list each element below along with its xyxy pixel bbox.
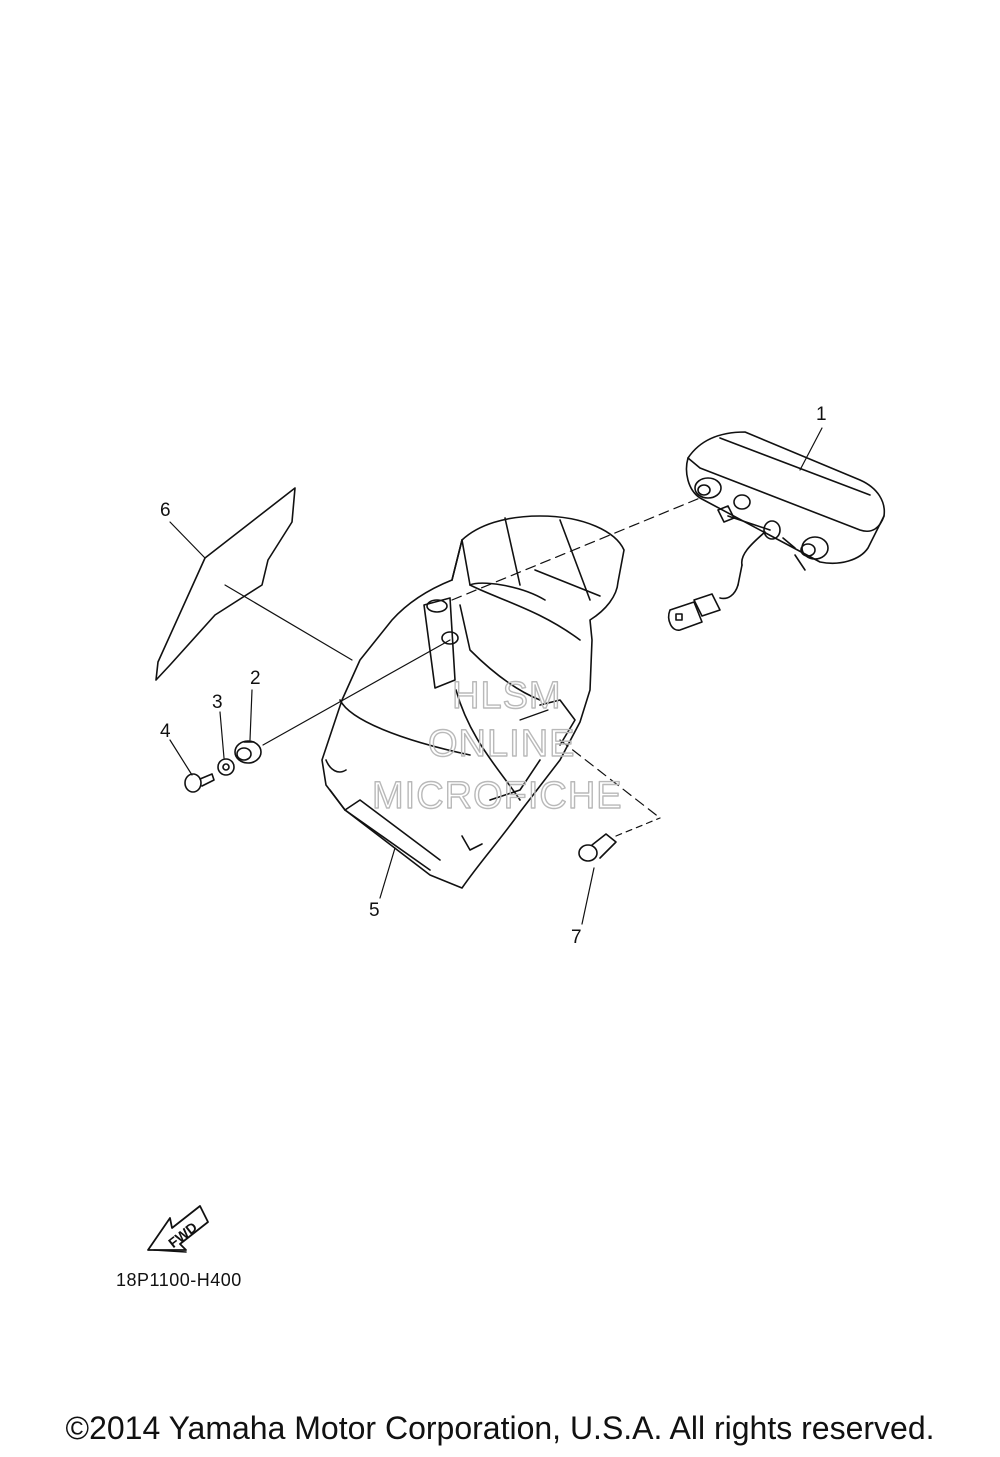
callout-7: 7: [571, 927, 582, 948]
diagram-code: 18P1100-H400: [116, 1270, 242, 1290]
side-panel-part: [155, 487, 296, 681]
callout-2: 2: [250, 668, 261, 689]
fwd-arrow-icon: FWD: [147, 1205, 209, 1253]
callout-4: 4: [160, 721, 171, 742]
watermark: HLSM ONLINE MICROFICHE: [371, 674, 623, 817]
rear-fender: [321, 515, 625, 889]
grommet-part: [234, 740, 262, 764]
watermark-line-2: ONLINE: [428, 723, 575, 765]
screw-part: [184, 773, 215, 793]
leader-lines: [169, 427, 823, 925]
copyright-notice: ©2014 Yamaha Motor Corporation, U.S.A. A…: [65, 1410, 935, 1446]
callout-6: 6: [160, 500, 171, 521]
watermark-line-1: HLSM: [452, 675, 562, 717]
callout-5: 5: [369, 900, 380, 921]
callout-1: 1: [816, 404, 827, 425]
collar-part: [217, 758, 235, 776]
clamp-part: [578, 833, 617, 862]
watermark-line-3: MICROFICHE: [372, 775, 623, 817]
callout-3: 3: [212, 692, 223, 713]
tail-light-assembly: [667, 431, 886, 631]
